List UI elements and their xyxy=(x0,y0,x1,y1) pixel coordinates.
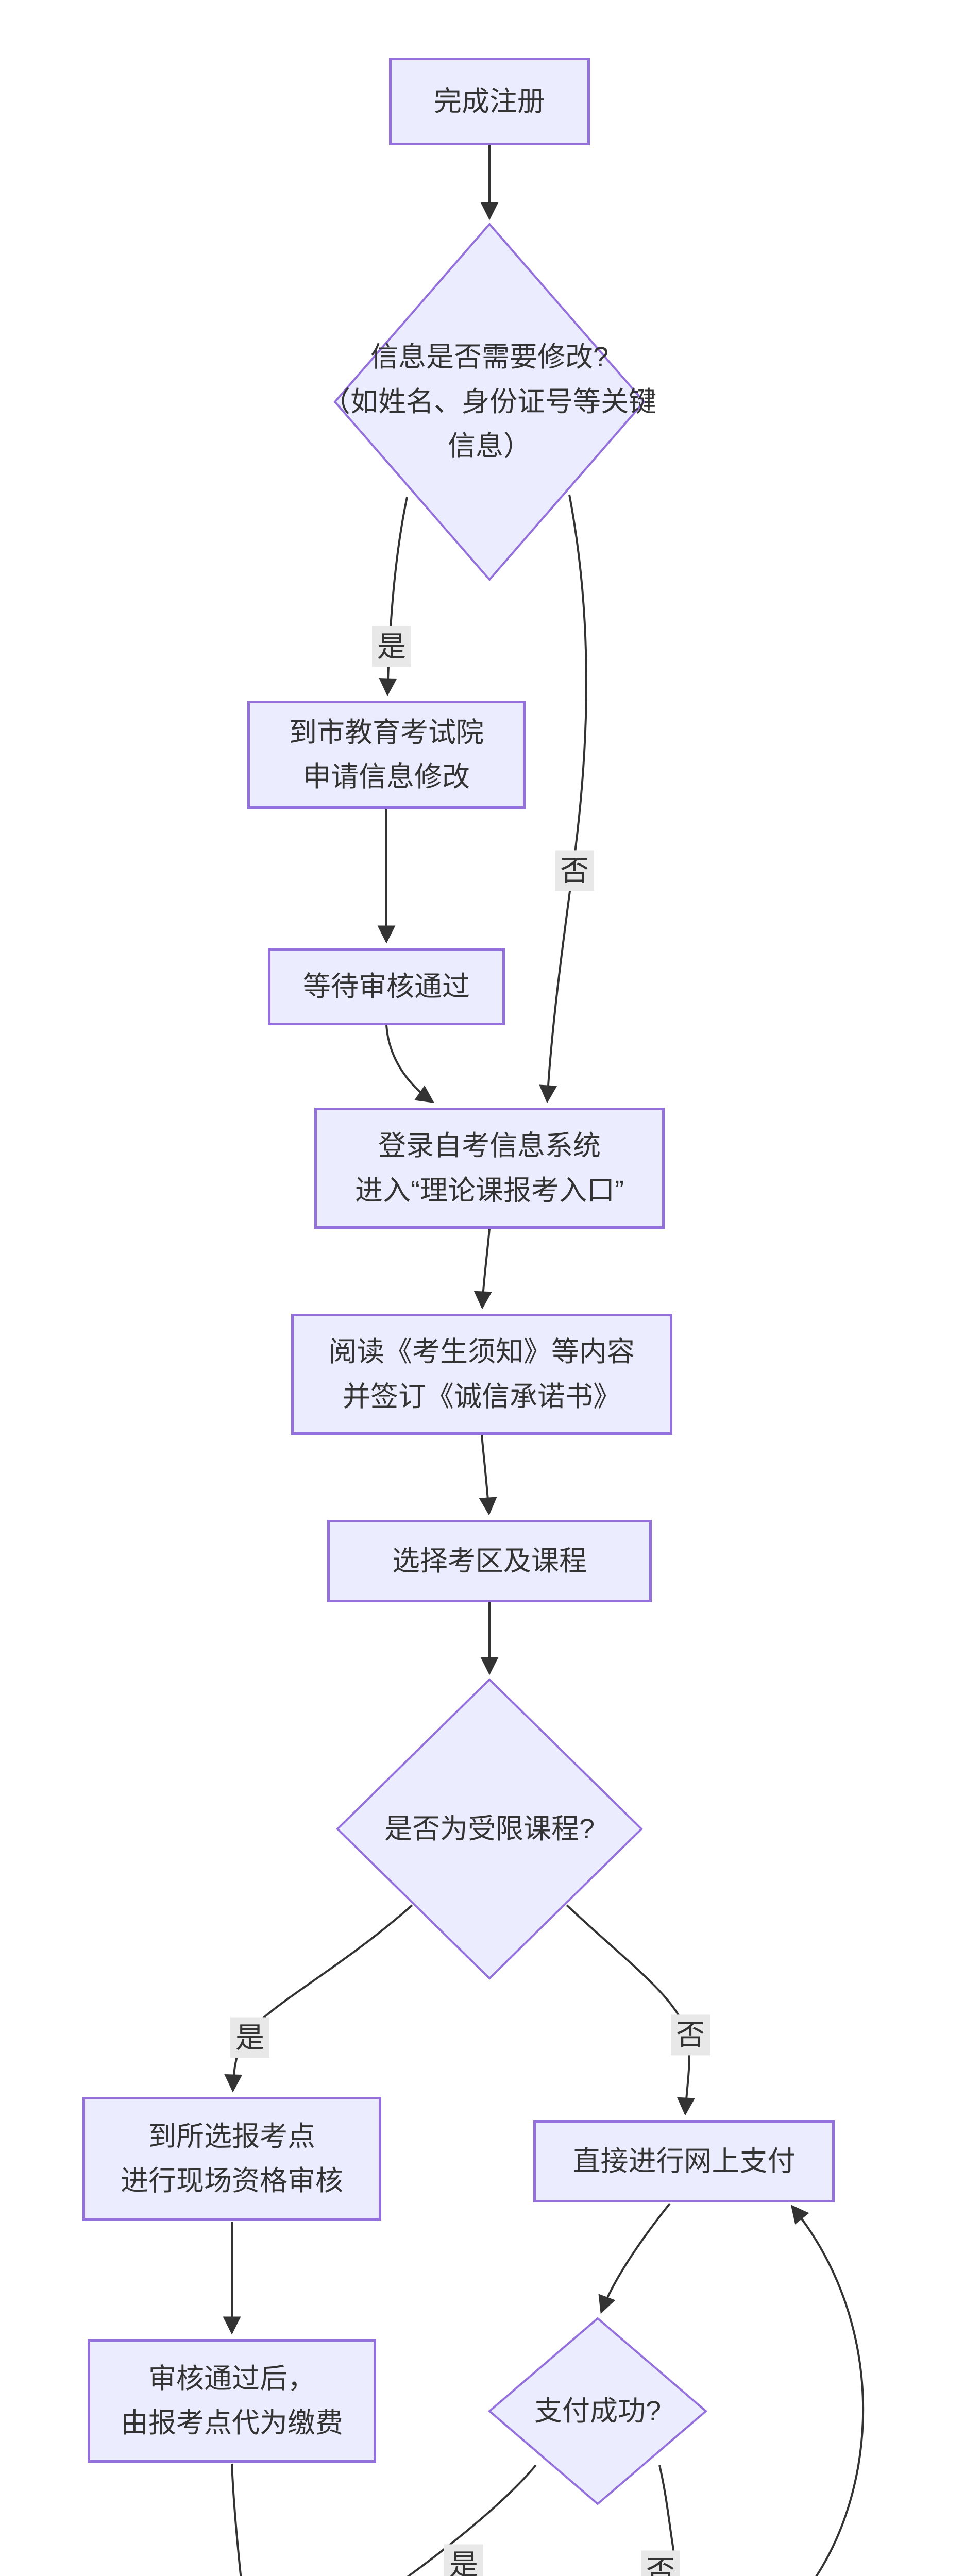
node-apply-info-modification: 到市教育考试院 申请信息修改 xyxy=(247,701,526,809)
node-online-payment: 直接进行网上支付 xyxy=(533,2120,835,2202)
decision-restricted-course-shape xyxy=(336,1678,643,1980)
edge-decision-pay-no-to-pay-fail xyxy=(658,2465,680,2576)
edge-pay-by-site-to-pay-success xyxy=(231,2463,242,2576)
node-complete-registration: 完成注册 xyxy=(389,58,590,145)
edge-decision-modify-no-to-login-system xyxy=(539,494,587,1104)
edge-read-notice-to-choose-course xyxy=(479,1434,497,1516)
edge-decision-pay-yes-to-pay-success xyxy=(407,2464,537,2576)
node-wait-for-review: 等待审核通过 xyxy=(268,948,505,1025)
decision-payment-success-shape xyxy=(487,2317,708,2505)
edge-online-pay-to-decision-pay xyxy=(598,2202,671,2314)
edge-login-system-to-read-notice xyxy=(473,1228,492,1310)
edge-wait-review-to-login-system xyxy=(385,1025,434,1103)
node-read-candidate-notice: 阅读《考生须知》等内容 并签订《诚信承诺书》 xyxy=(291,1314,672,1435)
edge-label-yes-restricted: 是 xyxy=(230,2017,269,2058)
node-onsite-qualification-review: 到所选报考点 进行现场资格审核 xyxy=(82,2097,381,2221)
node-login-self-exam-system: 登录自考信息系统 进入“理论课报考入口” xyxy=(314,1108,665,1229)
edge-pay-fail-loop-to-online-pay xyxy=(790,2205,865,2576)
edge-label-no-payment: 否 xyxy=(641,2550,680,2576)
node-choose-area-and-course: 选择考区及课程 xyxy=(327,1520,652,1602)
decision-info-modify-shape xyxy=(333,222,646,582)
edge-decision-restricted-yes-to-onsite-review xyxy=(224,1904,413,2093)
edge-decision-restricted-no-to-online-pay xyxy=(566,1904,695,2116)
edge-label-yes-payment: 是 xyxy=(444,2544,483,2576)
node-pay-via-exam-site: 审核通过后， 由报考点代为缴费 xyxy=(88,2339,376,2463)
edge-label-no-info-modify: 否 xyxy=(555,850,594,891)
edge-label-yes-info-modify: 是 xyxy=(372,626,411,667)
edge-label-no-restricted: 否 xyxy=(671,2014,710,2056)
